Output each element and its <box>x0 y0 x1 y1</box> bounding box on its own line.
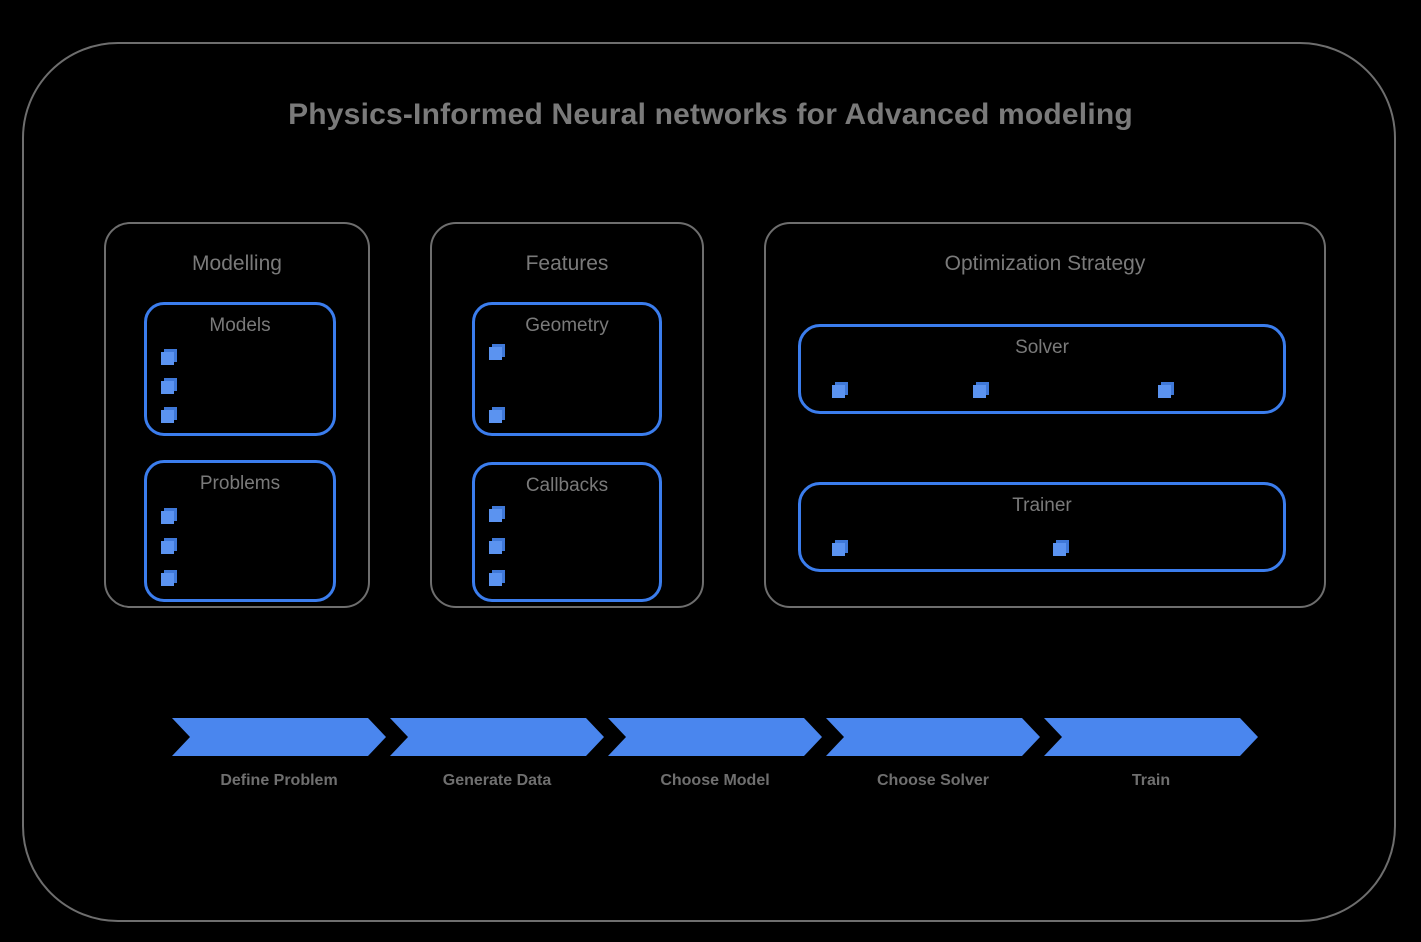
flow-label-train: Train <box>1131 772 1171 789</box>
group-card-modelling[interactable]: Modelling <box>104 222 370 608</box>
sub-card-title-callbacks: Callbacks <box>525 475 609 496</box>
bullet-cube <box>832 543 845 556</box>
sub-card-trainer[interactable]: Trainer <box>798 482 1286 572</box>
sub-card-title-solver: Solver <box>1015 337 1069 358</box>
group-title-modelling: Modelling <box>192 252 282 275</box>
bullet-cube <box>1053 543 1066 556</box>
bullet-cube <box>1158 385 1171 398</box>
flow-label-choose-solver: Choose Solver <box>876 772 990 789</box>
flow-label-generate-data: Generate Data <box>442 772 552 789</box>
outer-frame <box>22 42 1396 922</box>
flow-label-define-problem: Define Problem <box>220 772 338 789</box>
bullet-cube <box>489 509 502 522</box>
bullet-cube <box>489 410 502 423</box>
bullet-cube <box>161 410 174 423</box>
group-title-optimization: Optimization Strategy <box>944 252 1146 275</box>
flow-arrow-train[interactable] <box>1044 718 1258 756</box>
flow-label-choose-model: Choose Model <box>660 772 770 789</box>
flow-arrow-choose-model[interactable] <box>608 718 822 756</box>
bullet-cube <box>161 541 174 554</box>
bullet-cube <box>489 541 502 554</box>
sub-card-models[interactable]: Models <box>144 302 336 436</box>
flow-arrow-define-problem[interactable] <box>172 718 386 756</box>
group-title-features: Features <box>525 252 609 275</box>
bullet-cube <box>161 511 174 524</box>
sub-card-title-models: Models <box>209 315 271 336</box>
bullet-cube <box>489 573 502 586</box>
sub-card-title-geometry: Geometry <box>525 315 609 336</box>
bullet-cube <box>161 352 174 365</box>
page-title: Physics-Informed Neural networks for Adv… <box>288 98 1133 131</box>
flow-arrow-generate-data[interactable] <box>390 718 604 756</box>
bullet-cube <box>161 381 174 394</box>
bullet-cube <box>161 573 174 586</box>
bullet-cube <box>973 385 986 398</box>
sub-card-title-problems: Problems <box>199 473 281 494</box>
sub-card-problems[interactable]: Problems <box>144 460 336 602</box>
sub-card-geometry[interactable]: Geometry <box>472 302 662 436</box>
process-flow <box>172 718 1212 756</box>
group-card-optimization[interactable]: Optimization Strategy <box>764 222 1326 608</box>
group-card-features[interactable]: Features <box>430 222 704 608</box>
sub-card-title-trainer: Trainer <box>1012 495 1072 516</box>
sub-card-callbacks[interactable]: Callbacks <box>472 462 662 602</box>
bullet-cube <box>489 347 502 360</box>
sub-card-solver[interactable]: Solver <box>798 324 1286 414</box>
flow-arrow-choose-solver[interactable] <box>826 718 1040 756</box>
bullet-cube <box>832 385 845 398</box>
